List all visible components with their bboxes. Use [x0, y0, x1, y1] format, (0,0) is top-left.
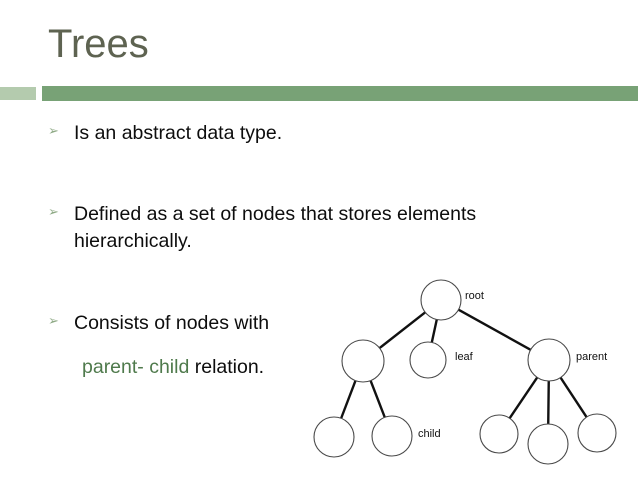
bullet-item-1: ➢ Is an abstract data type.	[48, 120, 588, 147]
bullet-text-3-line-2: parent- child relation.	[82, 354, 588, 381]
bullet-item-2: ➢ Defined as a set of nodes that stores …	[48, 201, 588, 255]
bullet-text-3: Consists of nodes with	[74, 312, 270, 334]
divider-bar	[42, 86, 638, 101]
bullet-text-3-remainder: relation.	[189, 356, 265, 378]
tree-node-child	[371, 415, 413, 457]
tree-edge	[507, 375, 540, 421]
tree-edge	[377, 310, 428, 350]
divider-accent-block	[0, 87, 36, 100]
tree-node-root	[420, 279, 462, 321]
tree-label-leaf: leaf	[455, 351, 474, 363]
bullet-text-2: Defined as a set of nodes that stores el…	[74, 203, 477, 252]
tree-edge	[558, 375, 589, 420]
tree-label-parent: parent	[576, 351, 607, 363]
bullet-arrow-icon: ➢	[48, 204, 59, 219]
tree-diagram-svg: root leaf parent child	[313, 279, 617, 465]
tree-node-parent	[527, 338, 571, 382]
tree-edge	[456, 308, 533, 352]
title-divider	[0, 86, 638, 101]
tree-edges	[339, 308, 589, 427]
tree-nodes	[313, 279, 617, 465]
tree-edge	[547, 378, 550, 427]
bullet-arrow-icon: ➢	[48, 123, 59, 138]
tree-edge	[430, 317, 439, 345]
bullet-text-1: Is an abstract data type.	[74, 122, 283, 144]
tree-node-leaf	[409, 341, 447, 379]
bullet-item-3: ➢ Consists of nodes with parent- child r…	[48, 310, 588, 381]
tree-edge	[369, 378, 387, 420]
page-title: Trees	[48, 22, 149, 66]
tree-node-child	[577, 413, 617, 453]
tree-node-child	[313, 416, 355, 458]
tree-node-child	[527, 423, 569, 465]
tree-node-internal	[341, 339, 385, 383]
tree-structure-diagram: root leaf parent child	[300, 266, 638, 478]
tree-edge	[339, 378, 358, 421]
tree-node-child	[479, 414, 519, 454]
bullet-arrow-icon: ➢	[48, 313, 59, 328]
tree-label-root: root	[465, 290, 484, 302]
tree-label-child: child	[418, 428, 441, 440]
bullet-text-3-highlight: parent- child	[82, 356, 190, 378]
